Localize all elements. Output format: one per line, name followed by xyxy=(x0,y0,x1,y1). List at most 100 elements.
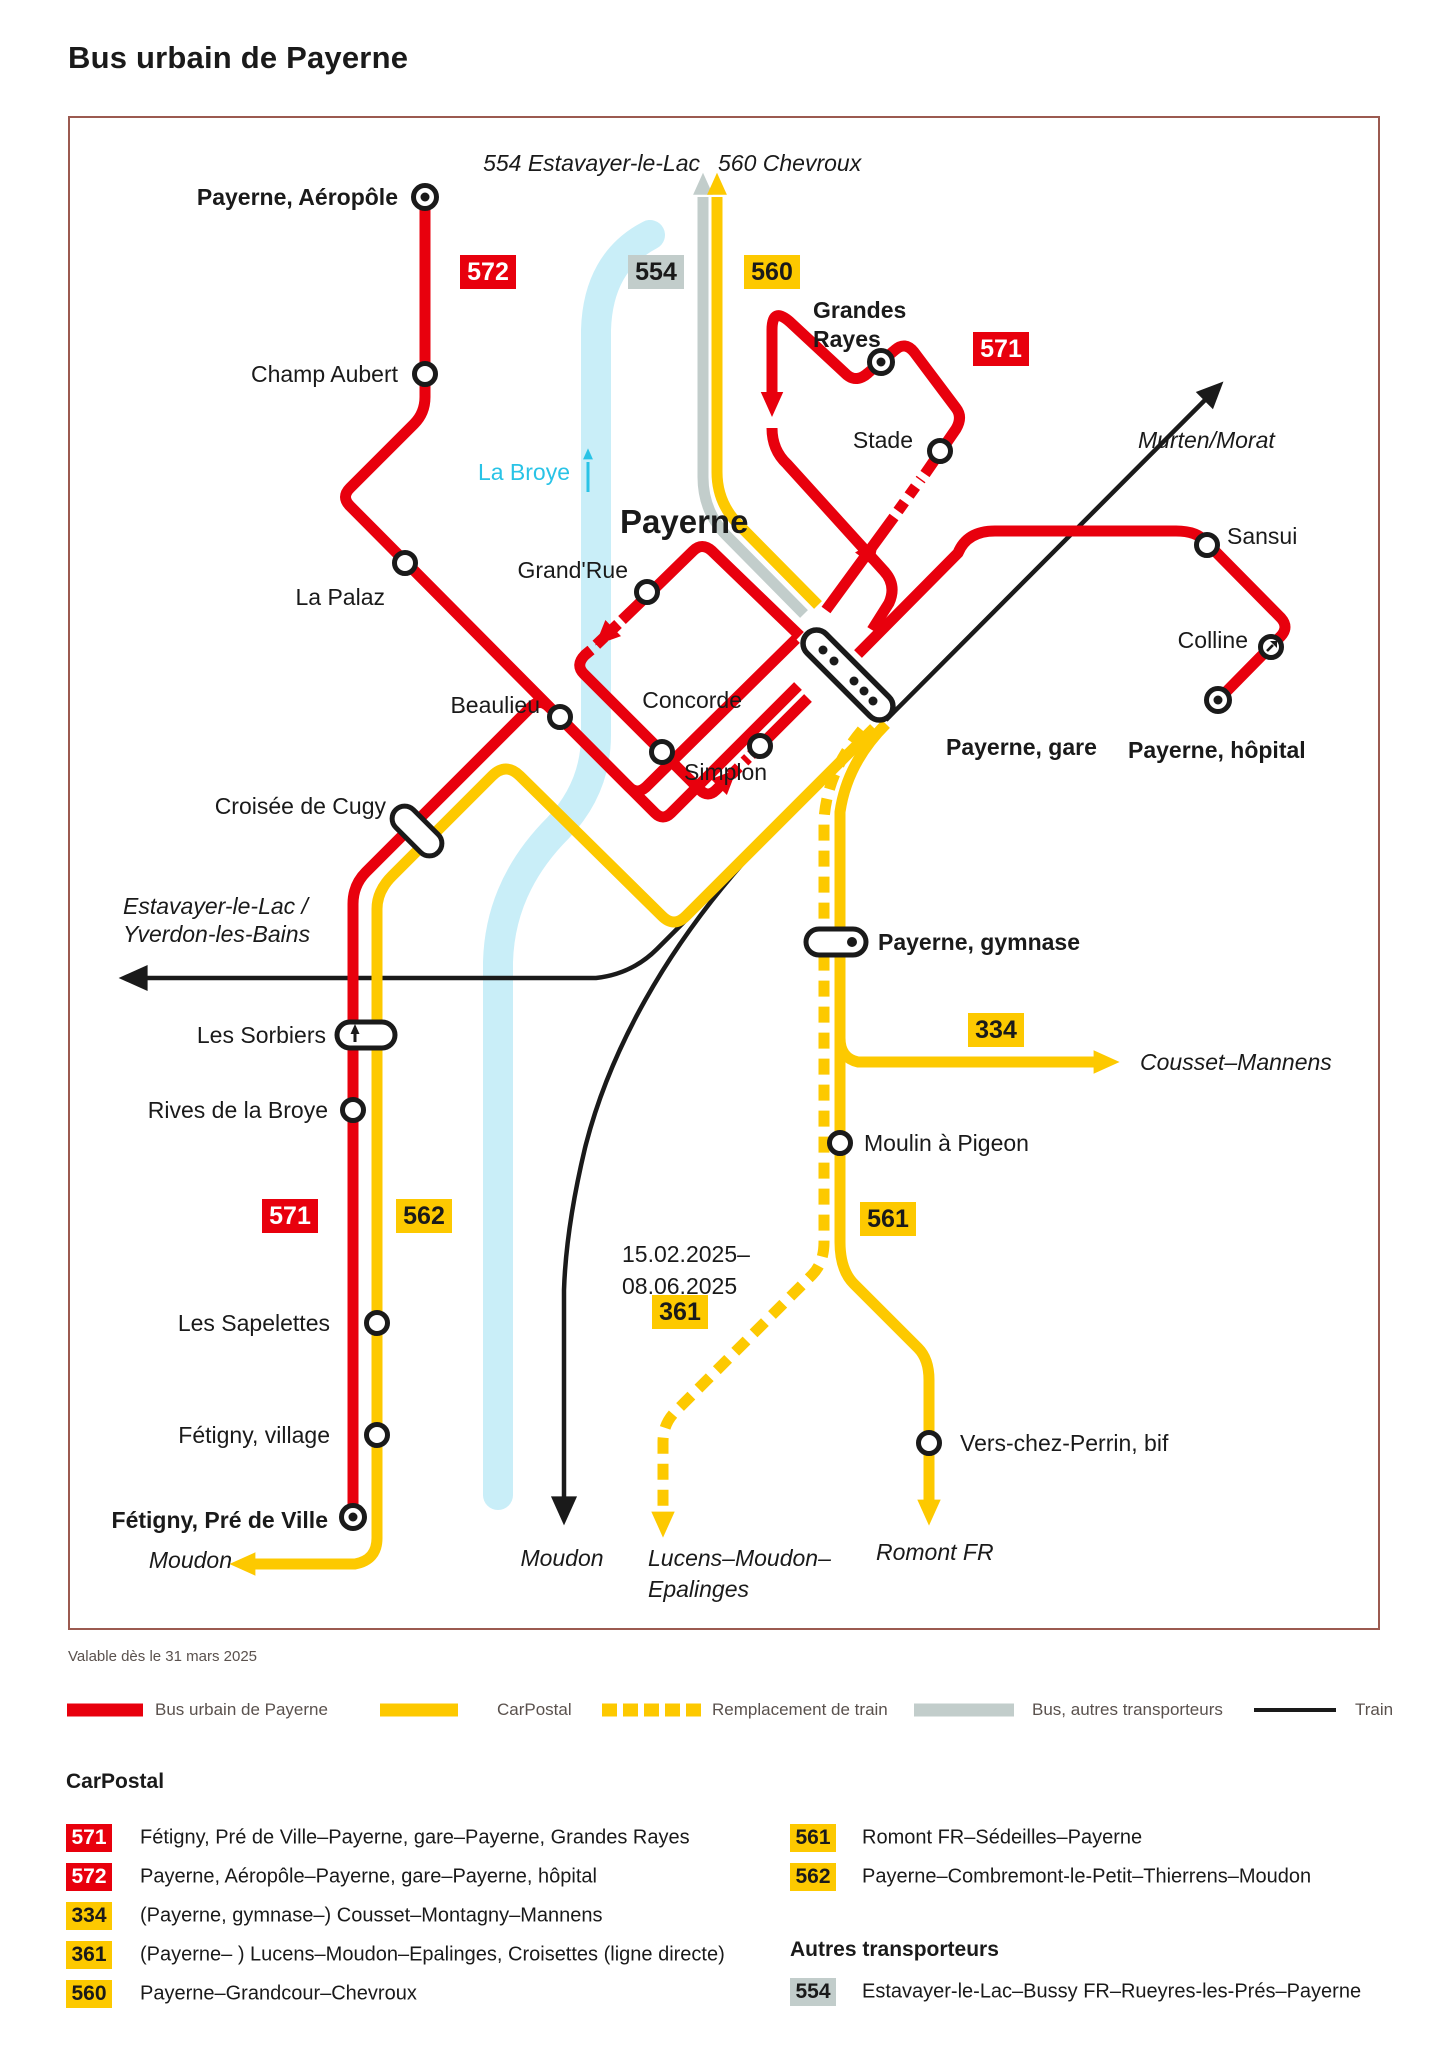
stop-grand-rue xyxy=(634,579,660,605)
loop-rayes-return xyxy=(766,427,898,633)
station-label-grandes-rayes-line1: Grandes xyxy=(813,297,907,323)
loop-rayes-out xyxy=(821,513,899,614)
legend-swatch-bus-urbain xyxy=(67,1703,143,1717)
route-badge-554: 554 xyxy=(790,1978,836,2006)
line-562 xyxy=(254,724,878,1570)
station-label-concorde: Concorde xyxy=(642,687,742,713)
stop-stade xyxy=(927,438,953,464)
line-572-west xyxy=(340,197,800,797)
gymnase-marker xyxy=(803,926,869,958)
dest-label-554-estavayer: 554 Estavayer-le-Lac xyxy=(483,150,700,176)
route-desc-361: (Payerne– ) Lucens–Moudon–Epalinges, Cro… xyxy=(140,1943,725,1966)
stop-village xyxy=(364,1422,390,1448)
legend-label-bus-urbain: Bus urbain de Payerne xyxy=(155,1700,328,1719)
stop-concorde xyxy=(747,733,773,759)
route-badge-561: 561 xyxy=(790,1824,836,1852)
section-heading-autres: Autres transporteurs xyxy=(790,1938,999,1961)
river-label: La Broye xyxy=(477,459,570,485)
line-561 xyxy=(834,720,935,1502)
terminal-dot xyxy=(876,357,886,367)
route-desc-572: Payerne, Aéropôle–Payerne, gare–Payerne,… xyxy=(140,1865,597,1888)
arrow-estavayer-icon xyxy=(118,964,148,992)
station-label-sansui: Sansui xyxy=(1227,523,1298,549)
terminal-dot xyxy=(1213,695,1223,705)
station-label-champ-aubert: Champ Aubert xyxy=(250,361,398,387)
dest-label-moudon-post: Moudon xyxy=(148,1547,232,1573)
dest-label-moudon-train: Moudon xyxy=(520,1545,604,1571)
line-badge-572: 572 xyxy=(460,255,516,289)
arrow-361-icon xyxy=(651,1511,675,1538)
station-label-colline: Colline xyxy=(1177,627,1248,653)
station-label-sapelettes: Les Sapelettes xyxy=(177,1310,330,1336)
dest-label-560-chevroux: 560 Chevroux xyxy=(718,150,862,176)
route-desc-554: Estavayer-le-Lac–Bussy FR–Rueyres-les-Pr… xyxy=(862,1980,1362,2003)
loop-rayes-dash xyxy=(893,475,926,515)
note-361-dates-line2: 08.06.2025 xyxy=(622,1273,738,1299)
dest-label-romont: Romont FR xyxy=(876,1539,994,1565)
station-label-grandes-rayes-line2: Rayes xyxy=(813,326,881,352)
croisee-marker xyxy=(389,803,445,859)
arrow-murten-icon xyxy=(1195,381,1224,410)
dest-label-murten: Murten/Morat xyxy=(1138,427,1275,453)
legend-swatch-train xyxy=(1254,1708,1336,1712)
loop-city-1 xyxy=(618,541,804,640)
station-label-grand-rue: Grand'Rue xyxy=(517,557,628,583)
river-la-broye xyxy=(483,220,665,1510)
line-badge-571: 571 xyxy=(973,332,1029,366)
dest-label-lucens-line2: Epalinges xyxy=(648,1576,750,1602)
line-badge-361: 361 xyxy=(652,1295,708,1329)
sorbiers-marker xyxy=(334,1019,398,1051)
section-heading-carpostal: CarPostal xyxy=(66,1770,165,1793)
river-arrow-icon xyxy=(583,448,593,460)
legend-label-autres: Bus, autres transporteurs xyxy=(1032,1700,1223,1719)
note-361-dates: 15.02.2025– 08.06.2025 xyxy=(622,1238,750,1302)
station-label-aeropole: Payerne, Aéropôle xyxy=(196,184,398,210)
terminal-dot xyxy=(348,1512,358,1522)
station-label-perrin: Vers-chez-Perrin, bif xyxy=(960,1430,1169,1456)
station-label-croisee: Croisée de Cugy xyxy=(214,793,386,819)
station-label-stade: Stade xyxy=(852,427,913,453)
gare-interchange-marker xyxy=(800,627,896,723)
line-334 xyxy=(834,1037,1096,1068)
legend-swatch-remplacement xyxy=(602,1703,701,1717)
train-line-murten xyxy=(884,397,1208,722)
station-label-grandes-rayes: Grandes Rayes xyxy=(813,296,906,354)
arrow-554-up-icon xyxy=(693,172,713,195)
route-badge-334: 334 xyxy=(66,1902,112,1930)
network-map xyxy=(118,172,1291,1576)
route-desc-562: Payerne–Combremont-le-Petit–Thierrens–Mo… xyxy=(862,1865,1312,1888)
note-361-dates-line1: 15.02.2025– xyxy=(622,1241,750,1267)
line-badge-561: 561 xyxy=(860,1202,916,1236)
line-badge-560: 560 xyxy=(744,255,800,289)
route-badge-572: 572 xyxy=(66,1863,112,1891)
dest-label-estavayer-line1: Estavayer-le-Lac / xyxy=(123,893,308,919)
station-label-moulin: Moulin à Pigeon xyxy=(864,1130,1029,1156)
stop-champ-aubert xyxy=(412,361,438,387)
station-label-la-palaz: La Palaz xyxy=(295,584,385,610)
arrow-334-icon xyxy=(1093,1050,1120,1074)
line-554 xyxy=(697,197,808,618)
arrow-grandrue-icon xyxy=(595,619,622,646)
line-560 xyxy=(711,197,822,609)
route-badge-560: 560 xyxy=(66,1980,112,2008)
dest-label-estavayer-line2: Yverdon-les-Bains xyxy=(123,921,311,947)
route-desc-561: Romont FR–Sédeilles–Payerne xyxy=(862,1826,1143,1849)
validity-note: Valable dès le 31 mars 2025 xyxy=(68,1648,258,1665)
route-desc-334: (Payerne, gymnase–) Cousset–Montagny–Man… xyxy=(140,1904,603,1927)
line-badge-334: 334 xyxy=(968,1013,1024,1047)
station-label-pre-de-ville: Fétigny, Pré de Ville xyxy=(111,1507,328,1533)
arrow-moudon-post-icon xyxy=(229,1552,256,1576)
station-label-beaulieu: Beaulieu xyxy=(450,692,540,718)
page-title: Bus urbain de Payerne xyxy=(68,40,409,75)
stop-simplon xyxy=(649,739,675,765)
arrow-560-up-icon xyxy=(707,172,727,195)
route-badge-562: 562 xyxy=(790,1863,836,1891)
legend-swatch-carpostal xyxy=(380,1703,458,1717)
station-label-village: Fétigny, village xyxy=(178,1422,330,1448)
arrow-loop-down-icon xyxy=(760,392,784,417)
route-desc-560: Payerne–Grandcour–Chevroux xyxy=(140,1982,417,2005)
stop-sapelettes xyxy=(364,1310,390,1336)
station-label-gymnase: Payerne, gymnase xyxy=(878,929,1081,955)
station-label-simplon: Simplon xyxy=(684,759,768,785)
